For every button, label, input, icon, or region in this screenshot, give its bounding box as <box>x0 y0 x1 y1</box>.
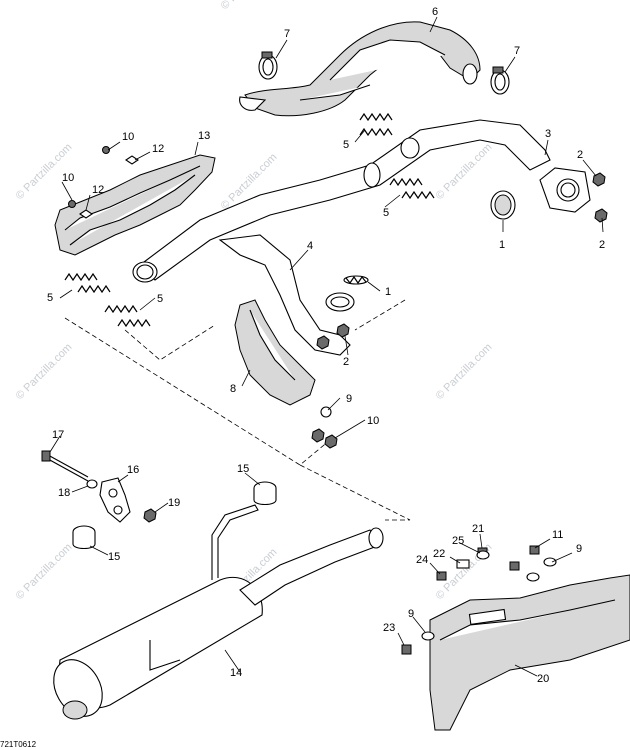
callout-22: 22 <box>433 548 445 560</box>
nut-10 <box>311 428 325 443</box>
callout-23: 23 <box>383 622 395 634</box>
part-13-heat-shield <box>54 146 216 256</box>
nut-2 <box>594 208 608 223</box>
part-7-clamp-right <box>490 66 510 95</box>
part-19-nut <box>143 508 157 523</box>
callout-labels: 6 7 7 10 13 12 10 12 5 5 3 2 2 1 4 1 5 5… <box>47 6 605 685</box>
callout-8: 8 <box>230 383 236 395</box>
callout-2: 2 <box>577 149 583 161</box>
callout-11: 11 <box>552 529 563 541</box>
callout-1: 1 <box>385 286 391 298</box>
leader-lines <box>49 16 604 677</box>
callout-13: 13 <box>198 130 210 142</box>
part-20-heat-shield <box>429 574 630 731</box>
callout-12: 12 <box>152 143 164 155</box>
nut-2 <box>592 172 606 187</box>
exhaust-pipe-main <box>132 119 551 356</box>
callout-5: 5 <box>383 207 389 219</box>
callout-9: 9 <box>576 543 582 555</box>
callout-25: 25 <box>452 535 464 547</box>
callout-15: 15 <box>237 463 249 475</box>
watermark: © Partzilla.com <box>219 0 280 12</box>
part-6-intake-duct <box>239 21 481 117</box>
callout-5: 5 <box>47 292 53 304</box>
callout-10: 10 <box>367 415 379 427</box>
washer-9 <box>543 557 557 567</box>
watermark: © Partzilla.com <box>14 541 75 602</box>
part-15-grommet-left <box>72 525 96 550</box>
callout-6: 6 <box>432 6 438 18</box>
callout-18: 18 <box>58 487 70 499</box>
callout-24: 24 <box>416 554 428 566</box>
nut-group <box>311 172 608 449</box>
callout-1: 1 <box>499 239 505 251</box>
bolt-23 <box>401 644 412 655</box>
part-1-gasket-right <box>490 190 516 220</box>
assembly-lines <box>64 299 411 521</box>
drawing-code: 721T0612 <box>0 740 37 749</box>
nut-2 <box>336 323 350 338</box>
spacer-22 <box>456 559 470 569</box>
callout-7: 7 <box>514 45 520 57</box>
callout-15: 15 <box>108 551 120 563</box>
callout-10: 10 <box>122 131 134 143</box>
part-18-washer <box>86 479 98 489</box>
callout-2: 2 <box>343 356 349 368</box>
watermark: © Partzilla.com <box>434 341 495 402</box>
callout-12: 12 <box>92 184 104 196</box>
part-16-bracket <box>99 477 131 523</box>
callout-2: 2 <box>599 239 605 251</box>
watermark: © Partzilla.com <box>14 341 75 402</box>
part-3-flange <box>539 167 591 213</box>
callout-10: 10 <box>62 172 74 184</box>
callout-5: 5 <box>157 293 163 305</box>
part-17-bolt <box>41 450 89 482</box>
callout-17: 17 <box>52 429 64 441</box>
callout-16: 16 <box>127 464 139 476</box>
callout-7: 7 <box>284 28 290 40</box>
part-15-grommet-right <box>253 481 277 506</box>
callout-19: 19 <box>168 497 180 509</box>
callout-9: 9 <box>346 393 352 405</box>
washer-9 <box>526 572 540 582</box>
bolt-11 <box>509 561 520 571</box>
callout-21: 21 <box>472 523 484 535</box>
part-5-springs <box>64 112 435 328</box>
part-7-clamp-left <box>258 51 278 80</box>
washer-9 <box>421 631 435 641</box>
part-8-heat-shield-lower <box>234 299 316 406</box>
bolt-11 <box>529 545 540 555</box>
nut-10 <box>324 434 338 449</box>
callout-5: 5 <box>343 139 349 151</box>
callout-14: 14 <box>230 667 242 679</box>
nut-2 <box>316 335 330 350</box>
callout-9: 9 <box>408 608 414 620</box>
callout-3: 3 <box>545 128 551 140</box>
nut-24 <box>436 571 447 581</box>
callout-4: 4 <box>307 240 313 252</box>
part-1-gasket-middle <box>343 275 369 285</box>
watermark: © Partzilla.com <box>434 141 495 202</box>
callout-20: 20 <box>537 673 549 685</box>
part-14-muffler <box>53 504 384 720</box>
